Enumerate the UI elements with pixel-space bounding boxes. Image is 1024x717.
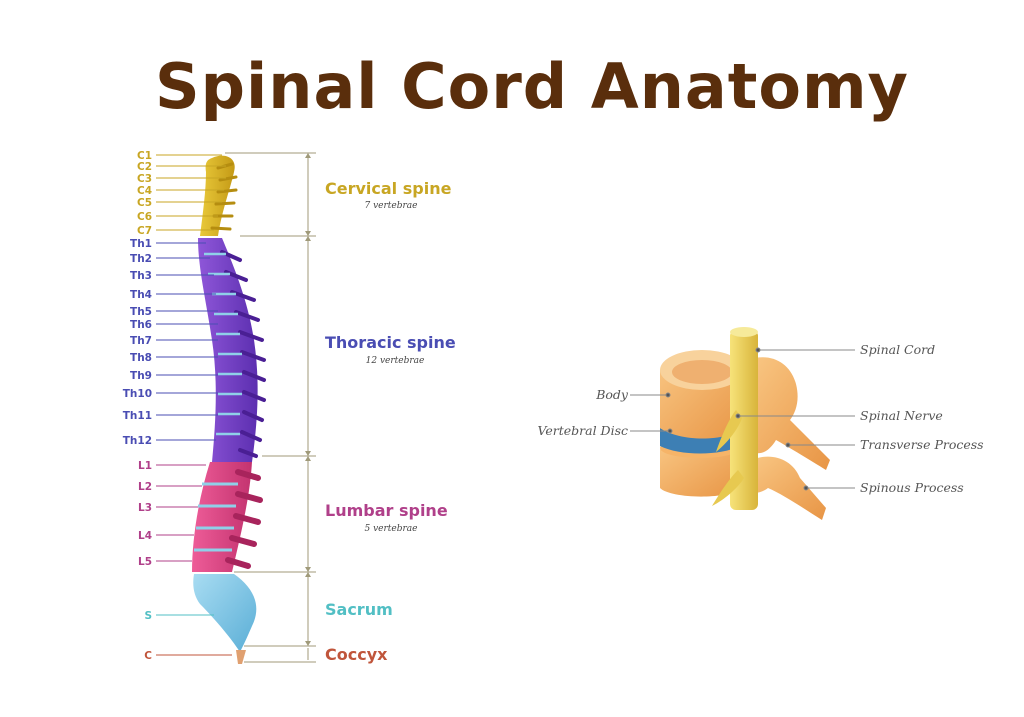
vertebra-label-th8: Th8: [130, 352, 152, 364]
cervical-vertebrae-shape: [200, 155, 238, 236]
sacrum-shape: [193, 574, 257, 652]
vertebra-label-th3: Th3: [130, 270, 152, 282]
bracket-arrows: [305, 153, 311, 646]
callout-spinal-nerve: Spinal Nerve: [860, 408, 943, 423]
vertebra-label-c6: C6: [137, 211, 152, 223]
region-coccyx-name: Coccyx: [325, 645, 388, 664]
vertebra-label-th5: Th5: [130, 306, 152, 318]
callout-spinous-process: Spinous Process: [860, 480, 964, 495]
region-brackets: [225, 152, 316, 663]
spine-illustration: [192, 155, 266, 664]
vertebra-label-l3: L3: [138, 502, 152, 514]
vertebra-label-th4: Th4: [130, 289, 152, 301]
coccyx-shape: [236, 650, 246, 664]
vertebra-label-l1: L1: [138, 460, 152, 472]
vertebra-label-c1: C1: [137, 150, 152, 162]
vertebra-labels: C1C2C3C4C5C6C7Th1Th2Th3Th4Th5Th6Th7Th8Th…: [123, 150, 232, 662]
vertebra-label-c7: C7: [137, 225, 152, 237]
vertebra-label-s: S: [144, 610, 152, 622]
vertebra-label-c5: C5: [137, 197, 152, 209]
callout-leaders: [630, 347, 855, 491]
vertebra-label-th11: Th11: [123, 410, 152, 422]
vertebra-label-th6: Th6: [130, 319, 152, 331]
page-title: Spinal Cord Anatomy: [155, 50, 909, 123]
vertebra-label-c2: C2: [137, 161, 152, 173]
vertebra-label-l2: L2: [138, 481, 152, 493]
vertebra-label-th10: Th10: [123, 388, 152, 400]
vertebra-label-c4: C4: [137, 185, 152, 197]
lumbar-vertebrae-shape: [192, 462, 263, 572]
vertebra-label-c3: C3: [137, 173, 152, 185]
region-lumbar-count: 5 vertebrae: [365, 524, 418, 534]
vertebra-label-c: C: [144, 650, 152, 662]
vertebra-label-l4: L4: [138, 530, 152, 542]
region-cervical-count: 7 vertebrae: [365, 201, 418, 211]
region-cervical-name: Cervical spine: [325, 179, 452, 198]
region-thoracic-name: Thoracic spine: [325, 333, 456, 352]
vertebra-label-l5: L5: [138, 556, 152, 568]
vertebra-illustration: [660, 327, 830, 520]
thoracic-vertebrae-shape: [198, 238, 266, 462]
vertebra-label-th7: Th7: [130, 335, 152, 347]
region-sacrum-name: Sacrum: [325, 600, 393, 619]
vertebra-label-th12: Th12: [123, 435, 152, 447]
region-lumbar-name: Lumbar spine: [325, 501, 448, 520]
vertebra-label-th9: Th9: [130, 370, 152, 382]
vertebra-label-th2: Th2: [130, 253, 152, 265]
callout-vertebral-disc: Vertebral Disc: [537, 423, 628, 438]
region-thoracic-count: 12 vertebrae: [366, 356, 425, 366]
callout-transverse-process: Transverse Process: [860, 437, 984, 452]
vertebra-label-th1: Th1: [130, 238, 152, 250]
callout-body: Body: [595, 387, 629, 402]
callout-spinal-cord: Spinal Cord: [860, 342, 935, 357]
